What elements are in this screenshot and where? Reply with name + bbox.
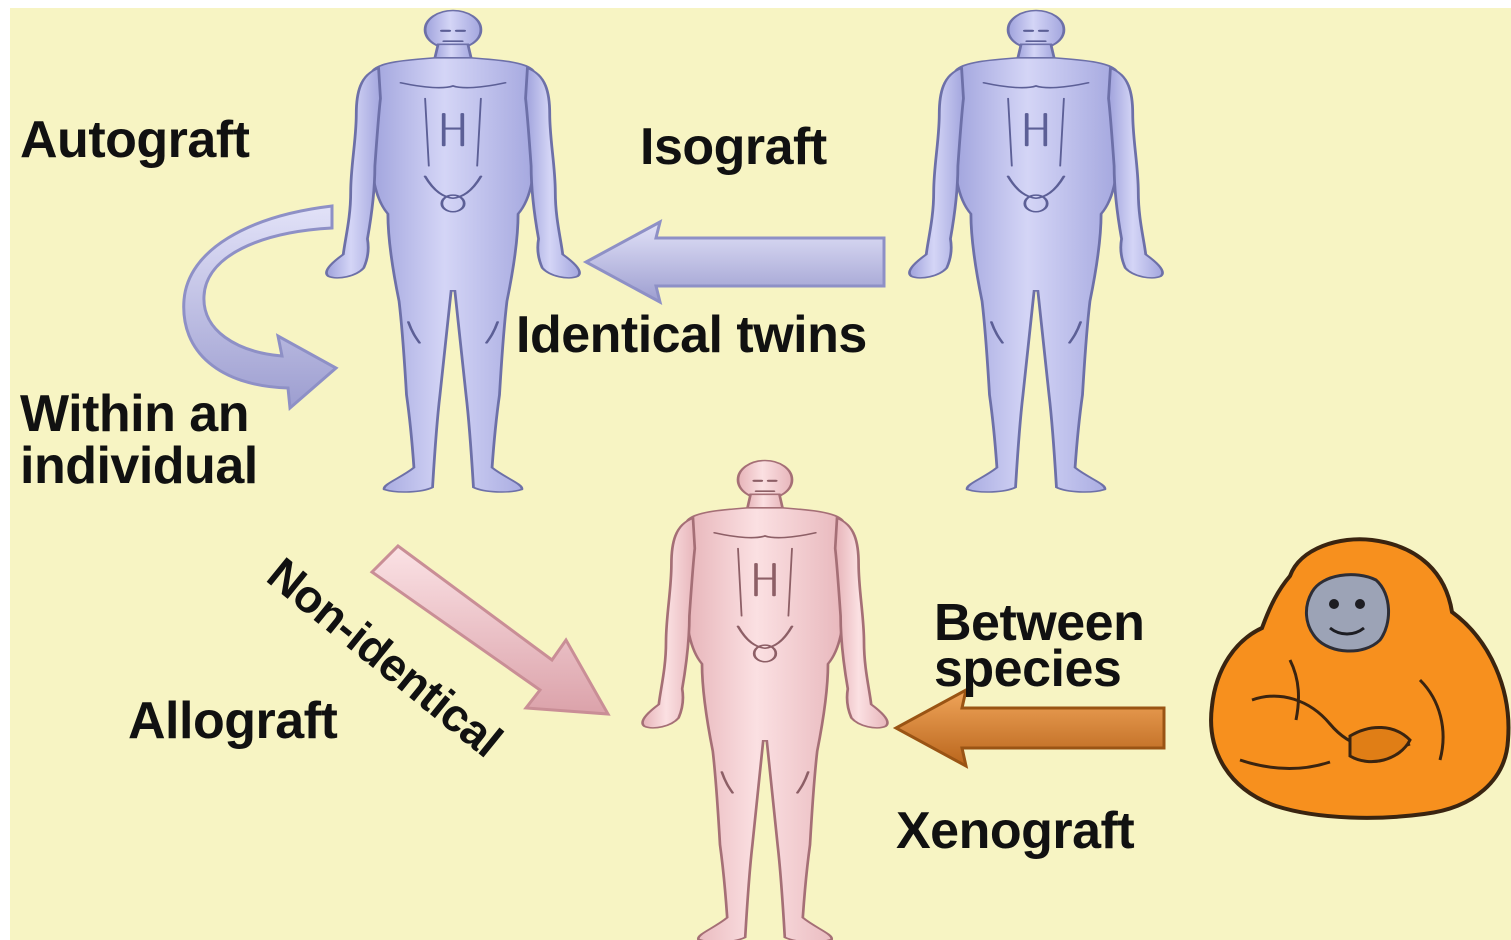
label-allograft: Allograft (128, 696, 337, 746)
curved-arrow-icon (184, 206, 336, 408)
human-figure-autograft (327, 11, 580, 492)
label-isograft: Isograft (640, 122, 827, 172)
label-within-an-individual: Within an individual (20, 388, 258, 492)
label-xenograft: Xenograft (896, 806, 1134, 856)
label-autograft: Autograft (20, 115, 249, 165)
label-identical-twins: Identical twins (516, 310, 867, 360)
arrow-left-icon (896, 690, 1164, 766)
arrow-left-icon (586, 222, 884, 302)
human-figure-isograft (910, 11, 1163, 492)
human-figure-recipient (643, 461, 888, 940)
primate-icon (1211, 539, 1508, 818)
label-between-species: Between species (934, 600, 1144, 692)
